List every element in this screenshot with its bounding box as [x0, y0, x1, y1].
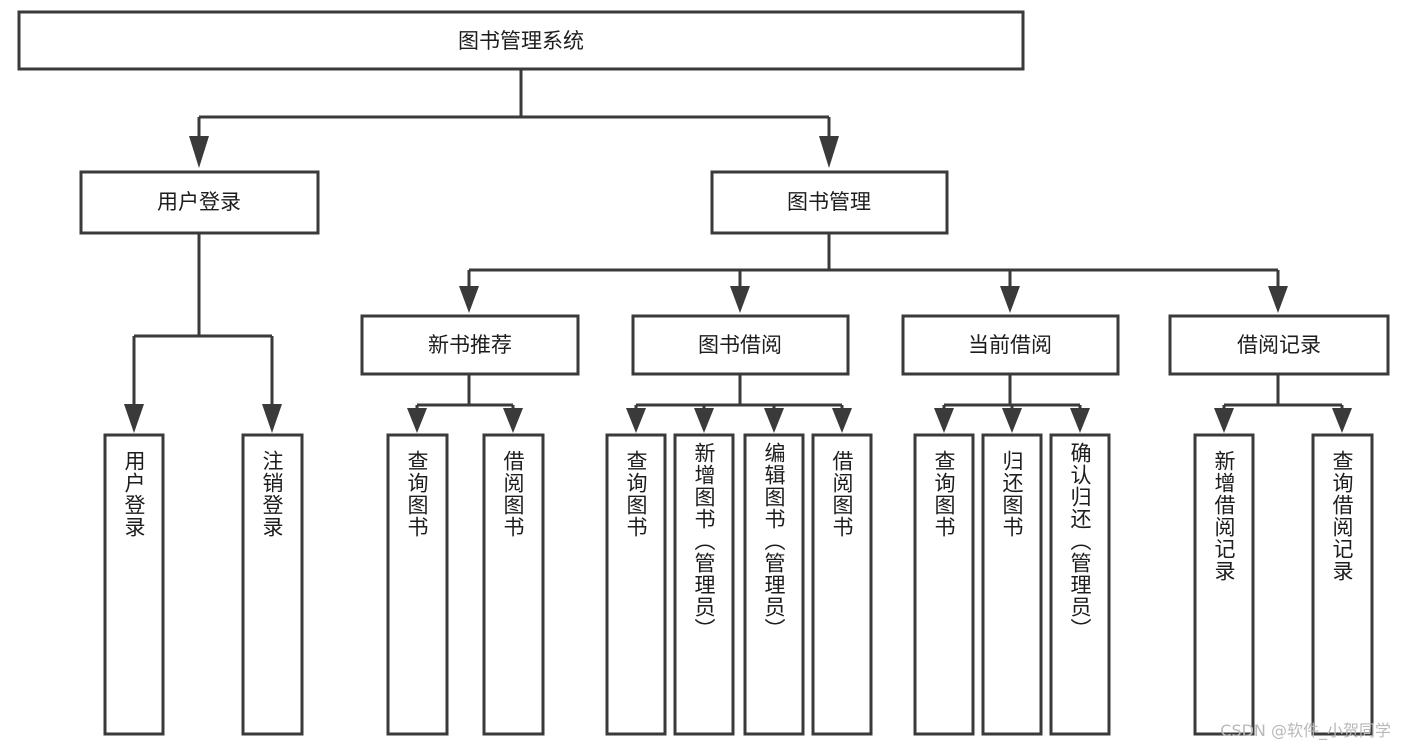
leaf-node-query-borrow-record-label: 查询借阅记录 — [1330, 450, 1354, 582]
arrow-head-currentborrow-2 — [1002, 408, 1022, 433]
leaf-node-add-borrow-record-box[interactable] — [1193, 433, 1255, 736]
leaf-node-user-login[interactable]: 用户登录 — [103, 433, 165, 736]
leaf-node-return-book[interactable]: 归还图书 — [981, 433, 1043, 736]
leaf-node-borrow-book-label: 借阅图书 — [830, 450, 854, 538]
connector-group-borrow-record — [1214, 374, 1352, 433]
node-borrow-record-box[interactable] — [1168, 314, 1390, 376]
node-book-borrow-box[interactable] — [631, 314, 850, 376]
arrow-head-borrow-2 — [694, 408, 714, 433]
leaf-node-query-borrow-record[interactable]: 查询借阅记录 — [1311, 433, 1374, 736]
node-borrow-record[interactable]: 借阅记录 — [1168, 314, 1390, 376]
leaf-node-add-borrow-record[interactable]: 新增借阅记录 — [1193, 433, 1255, 736]
leaf-node-logout[interactable]: 注销登录 — [241, 433, 304, 736]
leaf-node-add-book-admin-label: 新增图书（管理员） — [692, 442, 716, 640]
arrow-head-borrowrecord-1 — [1214, 408, 1234, 433]
arrow-head-root-1 — [189, 136, 209, 168]
arrow-head-userlogin-1 — [124, 404, 144, 433]
connector-group-new-book — [407, 374, 523, 433]
arrow-head-borrow-3 — [764, 408, 784, 433]
arrow-head-currentborrow-3 — [1070, 408, 1090, 433]
arrow-head-bookmgmt-2 — [730, 286, 750, 313]
leaf-node-add-book-admin[interactable]: 新增图书（管理员） — [673, 433, 735, 736]
leaf-node-user-login-label: 用户登录 — [122, 450, 146, 538]
node-user-login-box[interactable] — [79, 170, 320, 235]
leaf-node-query-borrow-record-box[interactable] — [1311, 433, 1374, 736]
leaf-node-logout-label: 注销登录 — [260, 450, 284, 538]
leaf-node-add-borrow-record-label: 新增借阅记录 — [1212, 450, 1236, 582]
leaf-node-query-book-current-box[interactable] — [913, 433, 975, 736]
leaf-node-user-login-box[interactable] — [103, 433, 165, 736]
arrow-head-newbook-1 — [407, 408, 427, 433]
arrow-head-root-2 — [819, 136, 839, 168]
leaf-node-borrow-book[interactable]: 借阅图书 — [811, 433, 873, 736]
leaf-node-borrow-book-box[interactable] — [811, 433, 873, 736]
arrow-head-currentborrow-1 — [934, 408, 954, 433]
node-root-label: 图书管理系统 — [458, 29, 584, 53]
node-current-borrow-box[interactable] — [901, 314, 1120, 376]
leaf-node-query-book-borrow-label: 查询图书 — [624, 450, 648, 538]
node-borrow-record-label: 借阅记录 — [1237, 333, 1321, 357]
node-new-book-recommend-box[interactable] — [360, 314, 580, 376]
leaf-node-confirm-return-admin[interactable]: 确认归还（管理员） — [1049, 433, 1111, 736]
connector-group-user-login — [124, 233, 282, 433]
arrow-head-newbook-2 — [503, 408, 523, 433]
node-current-borrow-label: 当前借阅 — [968, 333, 1052, 357]
watermark-text: CSDN @软件_小贺同学 — [1220, 721, 1391, 740]
leaf-node-confirm-return-admin-label: 确认归还（管理员） — [1068, 442, 1092, 640]
leaf-node-borrow-book-new-box[interactable] — [482, 433, 545, 736]
node-user-login-label: 用户登录 — [157, 190, 241, 214]
connector-group-book-mgmt — [459, 233, 1288, 313]
connector-group-borrow — [626, 374, 852, 433]
arrow-head-userlogin-2 — [262, 404, 282, 433]
node-new-book-recommend[interactable]: 新书推荐 — [360, 314, 580, 376]
node-root[interactable]: 图书管理系统 — [17, 10, 1025, 71]
leaf-node-query-book-borrow[interactable]: 查询图书 — [605, 433, 667, 736]
arrow-head-borrow-1 — [626, 408, 646, 433]
arrow-head-borrowrecord-2 — [1332, 408, 1352, 433]
leaf-node-query-book-new-label: 查询图书 — [405, 450, 429, 538]
arrow-head-bookmgmt-1 — [459, 286, 479, 313]
leaf-node-borrow-book-new[interactable]: 借阅图书 — [482, 433, 545, 736]
leaf-node-return-book-label: 归还图书 — [1000, 450, 1024, 538]
node-book-management-box[interactable] — [710, 170, 949, 235]
leaf-node-logout-box[interactable] — [241, 433, 304, 736]
leaf-node-confirm-return-admin-box[interactable] — [1049, 433, 1111, 736]
leaf-node-edit-book-admin-label: 编辑图书（管理员） — [762, 442, 786, 640]
leaf-node-query-book-borrow-box[interactable] — [605, 433, 667, 736]
leaf-node-query-book-current-label: 查询图书 — [932, 450, 956, 538]
node-book-borrow-label: 图书借阅 — [698, 333, 782, 357]
arrow-head-bookmgmt-4 — [1268, 286, 1288, 313]
leaf-node-return-book-box[interactable] — [981, 433, 1043, 736]
leaf-node-query-book-new[interactable]: 查询图书 — [386, 433, 449, 736]
arrow-head-bookmgmt-3 — [1000, 286, 1020, 313]
leaf-node-edit-book-admin[interactable]: 编辑图书（管理员） — [743, 433, 805, 736]
connector-group-current-borrow — [934, 374, 1090, 433]
node-book-management[interactable]: 图书管理 — [710, 170, 949, 235]
leaf-node-query-book-new-box[interactable] — [386, 433, 449, 736]
node-current-borrow[interactable]: 当前借阅 — [901, 314, 1120, 376]
leaf-node-add-book-admin-box[interactable] — [673, 433, 735, 736]
leaf-node-query-book-current[interactable]: 查询图书 — [913, 433, 975, 736]
arrow-head-borrow-4 — [832, 408, 852, 433]
leaf-node-borrow-book-new-label: 借阅图书 — [501, 450, 525, 538]
node-user-login[interactable]: 用户登录 — [79, 170, 320, 235]
node-root-box[interactable] — [17, 10, 1025, 71]
connector-group-root — [189, 69, 839, 168]
node-book-borrow[interactable]: 图书借阅 — [631, 314, 850, 376]
node-new-book-recommend-label: 新书推荐 — [428, 333, 512, 357]
leaf-node-edit-book-admin-box[interactable] — [743, 433, 805, 736]
node-book-management-label: 图书管理 — [787, 190, 871, 214]
